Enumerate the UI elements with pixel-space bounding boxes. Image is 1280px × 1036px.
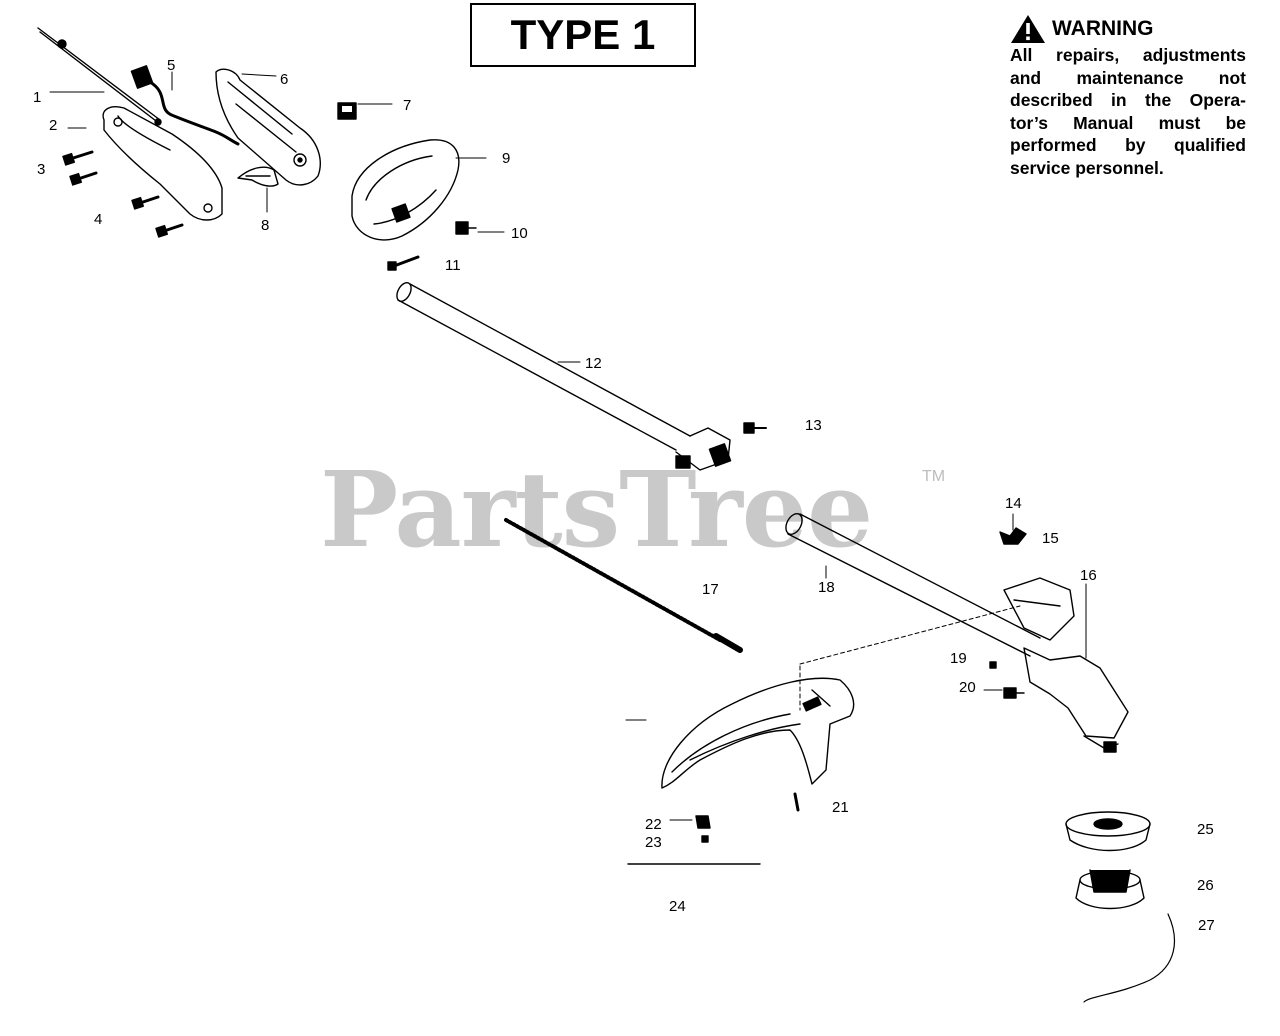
callout-7: 7 bbox=[403, 97, 411, 114]
warning-line: service personnel. bbox=[1010, 157, 1164, 178]
rear-cover-part bbox=[351, 139, 460, 241]
callout-27: 27 bbox=[1198, 917, 1215, 934]
gear-head-part bbox=[1003, 577, 1129, 753]
wing-nut-part bbox=[999, 527, 1027, 545]
callout-2: 2 bbox=[49, 117, 57, 134]
callout-21: 21 bbox=[832, 799, 849, 816]
callout-4: 4 bbox=[94, 211, 102, 228]
callout-3: 3 bbox=[37, 161, 45, 178]
watermark: PartsTree bbox=[320, 448, 873, 571]
warning-title: WARNING bbox=[1052, 17, 1154, 40]
line-cutter-part bbox=[695, 815, 711, 843]
warning-line: described in the Opera- bbox=[1010, 90, 1246, 110]
callout-12: 12 bbox=[585, 355, 602, 372]
callout-26: 26 bbox=[1197, 877, 1214, 894]
drive-shaft-part bbox=[504, 518, 743, 653]
callout-16: 16 bbox=[1080, 567, 1097, 584]
callout-13: 13 bbox=[805, 417, 822, 434]
warning-line: performed by qualified bbox=[1010, 135, 1246, 155]
warning-line: All repairs, adjustments bbox=[1010, 45, 1246, 65]
stop-switch-wire-part bbox=[130, 65, 240, 146]
callout-17: 17 bbox=[702, 581, 719, 598]
type-label: TYPE 1 bbox=[510, 11, 656, 58]
screw-part bbox=[989, 661, 1025, 699]
type-label-box: TYPE 1 bbox=[470, 3, 696, 67]
trimmer-head-cover-part bbox=[1065, 811, 1151, 852]
callout-labels: 1 2 3 4 5 6 7 8 9 10 11 12 13 14 15 16 1… bbox=[33, 57, 1215, 934]
warning-body: All repairs, adjustments and maintenance… bbox=[1010, 44, 1246, 179]
screw-part bbox=[455, 221, 477, 235]
warning-notice: WARNING All repairs, adjustments and mai… bbox=[1010, 14, 1246, 179]
handle-housing-part bbox=[215, 68, 321, 186]
handle-housing-part bbox=[102, 106, 223, 221]
callout-14: 14 bbox=[1005, 495, 1022, 512]
callout-10: 10 bbox=[511, 225, 528, 242]
callout-5: 5 bbox=[167, 57, 175, 74]
warning-triangle-icon bbox=[1011, 15, 1045, 43]
screw-part bbox=[62, 150, 98, 186]
watermark-tm: TM bbox=[922, 468, 946, 485]
callout-8: 8 bbox=[261, 217, 269, 234]
screw-part bbox=[743, 422, 767, 434]
callout-19: 19 bbox=[950, 650, 967, 667]
callout-leader bbox=[49, 71, 1087, 821]
callout-9: 9 bbox=[502, 150, 510, 167]
trigger-part bbox=[237, 166, 279, 187]
trimmer-head-spool-part bbox=[1075, 869, 1145, 910]
callout-23: 23 bbox=[645, 834, 662, 851]
throttle-rod-part bbox=[37, 27, 162, 126]
warning-line: and maintenance not bbox=[1010, 67, 1246, 88]
warning-line: tor’s Manual must be bbox=[1010, 112, 1246, 133]
bolt-part bbox=[387, 255, 420, 271]
callout-25: 25 bbox=[1197, 821, 1214, 838]
callout-20: 20 bbox=[959, 679, 976, 696]
screw-part bbox=[131, 195, 184, 238]
warning-header: WARNING bbox=[1010, 14, 1246, 44]
assembly-guide-line bbox=[799, 605, 1021, 711]
callout-22: 22 bbox=[645, 816, 662, 833]
lower-shaft-tube-part bbox=[785, 513, 1041, 657]
callout-6: 6 bbox=[280, 71, 288, 88]
callout-11: 11 bbox=[445, 257, 461, 274]
callout-18: 18 bbox=[818, 579, 835, 596]
callout-1: 1 bbox=[33, 89, 41, 106]
trimmer-line-part bbox=[1083, 913, 1175, 1003]
button-part bbox=[337, 102, 357, 120]
callout-24: 24 bbox=[669, 898, 686, 915]
trimmer-guard-part bbox=[661, 677, 855, 812]
upper-shaft-tube-part bbox=[396, 282, 732, 471]
callout-15: 15 bbox=[1042, 530, 1059, 547]
